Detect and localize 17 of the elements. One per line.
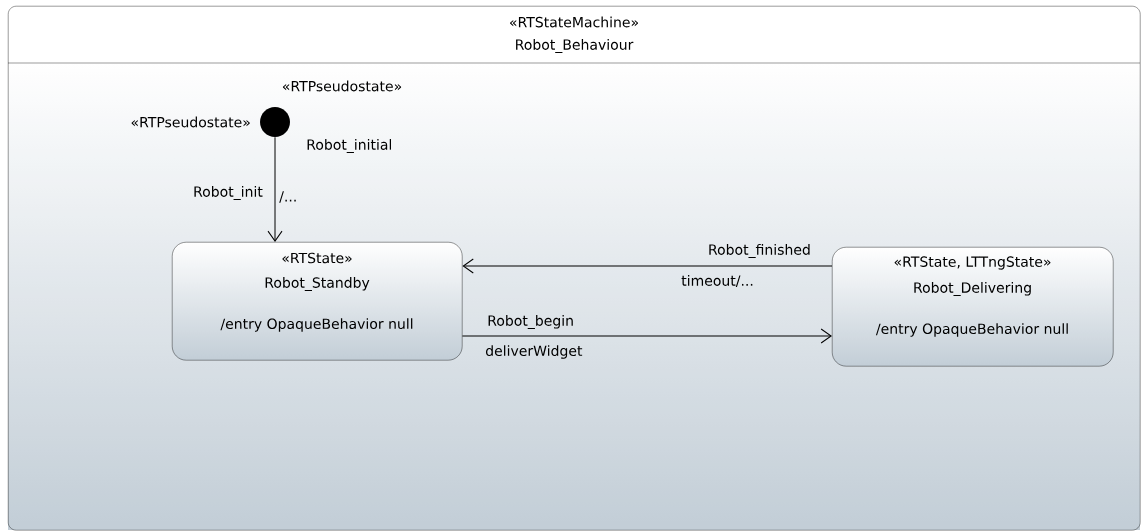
edge-label: Robot_begin: [488, 315, 573, 329]
frame-title: Robot_Behaviour: [516, 39, 634, 53]
state-box: «RTState, LTTngState» Robot_Delivering /entry OpaqueBehavior null: [832, 247, 1114, 367]
state-box: «RTState» Robot_Standby /entry OpaqueBehavior null: [172, 242, 463, 361]
transition-effect: timeout/...: [681, 275, 753, 287]
transition-arrow: [267, 136, 283, 242]
stereotype-label: «RTPseudostate»: [131, 116, 250, 128]
stereotype-label: «RTPseudostate»: [282, 80, 402, 92]
transition-arrow: [461, 328, 832, 344]
stereotype-label: Robot_initial: [307, 139, 392, 153]
transition-arrow: [462, 258, 833, 274]
edge-label: Robot_finished: [709, 244, 810, 258]
transition-effect: /...: [279, 191, 296, 203]
edge-label: Robot_init: [194, 186, 263, 200]
initial-state: [260, 107, 290, 137]
frame-title: «RTStateMachine»: [510, 16, 638, 28]
transition-effect: deliverWidget: [486, 345, 583, 359]
